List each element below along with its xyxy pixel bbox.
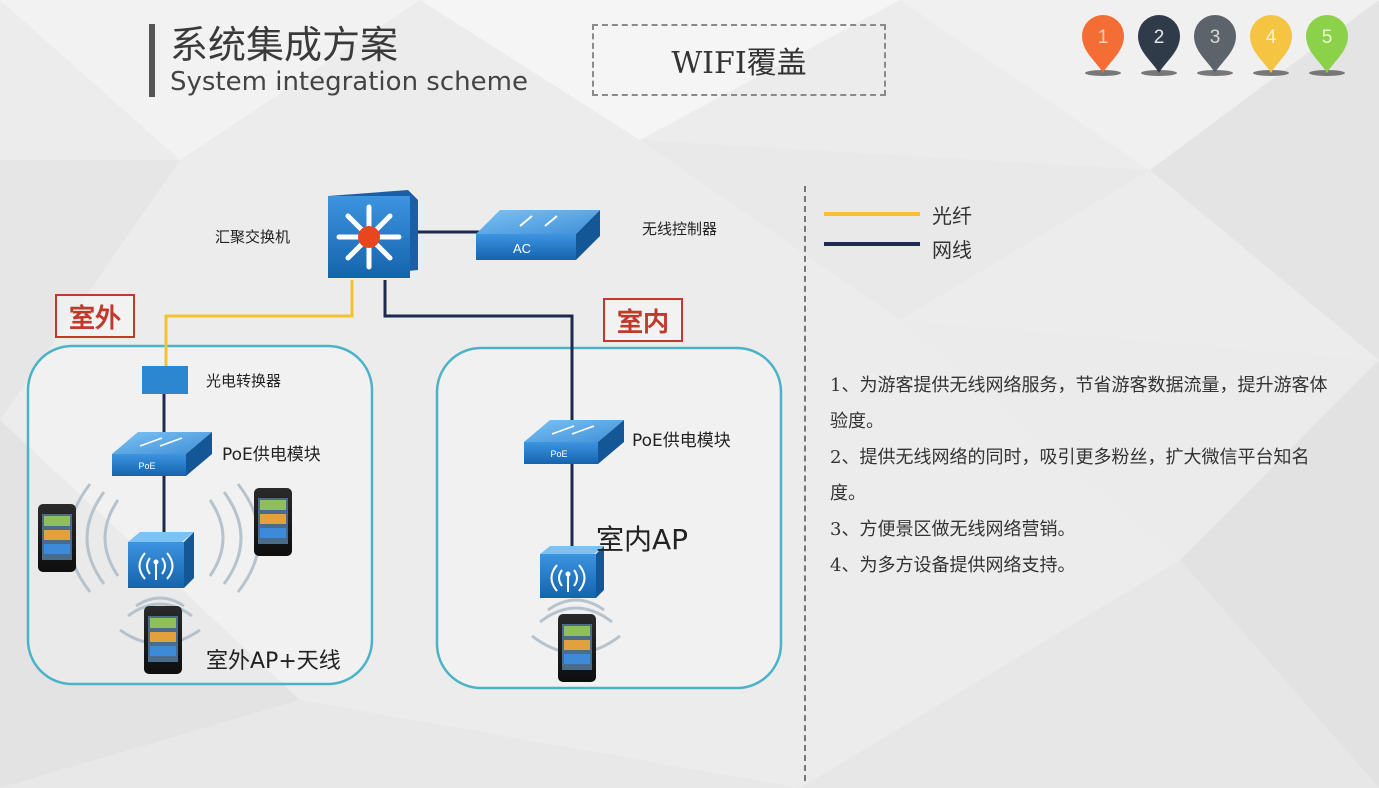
- core-switch-label: 汇聚交换机: [215, 228, 291, 246]
- network-diagram: AC PoE PoE: [26, 190, 783, 690]
- feature-list: 1、为游客提供无线网络服务，节省游客数据流量，提升游客体验度。 2、提供无线网络…: [830, 368, 1330, 584]
- legend-cable-label: 网线: [932, 238, 972, 262]
- page-subtitle: System integration scheme: [170, 67, 528, 97]
- core-switch-icon: [328, 190, 418, 278]
- poe-outdoor-icon: [112, 432, 212, 476]
- phone-icon-indoor: [558, 614, 596, 682]
- outdoor-zone: [26, 344, 374, 686]
- outdoor-ap-icon: [128, 532, 194, 588]
- ac-label: AC: [513, 241, 531, 256]
- page-title: 系统集成方案: [170, 23, 399, 67]
- indoor-ap-icon: [540, 546, 604, 598]
- legend-fiber-line: [824, 212, 920, 216]
- phone-icon-outdoor-right: [254, 488, 292, 556]
- cable-link-indoor: [383, 280, 574, 430]
- step-pin-label: 3: [1210, 27, 1221, 48]
- optical-converter-label: 光电转换器: [206, 372, 282, 390]
- step-pin-1: 1: [1082, 15, 1124, 76]
- section-divider: [804, 186, 806, 781]
- step-pin-label: 5: [1322, 27, 1333, 48]
- step-pin-3: 3: [1194, 15, 1236, 76]
- step-pin-label: 1: [1098, 27, 1109, 48]
- ac-caption: 无线控制器: [642, 220, 718, 238]
- poe-outdoor-badge: PoE: [138, 461, 155, 471]
- outdoor-tag: 室外: [55, 294, 135, 338]
- feature-item: 2、提供无线网络的同时，吸引更多粉丝，扩大微信平台知名度。: [830, 447, 1310, 504]
- fiber-link: [164, 280, 354, 366]
- phone-icon-outdoor-bottom: [144, 606, 182, 674]
- feature-item: 4、为多方设备提供网络支持。: [830, 555, 1076, 576]
- poe-indoor-icon: [524, 420, 624, 464]
- step-pin-4: 4: [1250, 15, 1292, 76]
- outdoor-ap-label: 室外AP+天线: [206, 649, 341, 674]
- section-tag: WIFI覆盖: [592, 24, 886, 96]
- step-pin-2: 2: [1138, 14, 1180, 76]
- poe-indoor-label: PoE供电模块: [632, 431, 731, 451]
- indoor-zone: [435, 346, 783, 690]
- indoor-tag: 室内: [603, 298, 683, 342]
- legend-fiber-label: 光纤: [932, 204, 972, 228]
- title-accent-bar: [149, 24, 155, 97]
- ac-controller-icon: [476, 210, 600, 260]
- feature-item: 1、为游客提供无线网络服务，节省游客数据流量，提升游客体验度。: [830, 375, 1328, 432]
- phone-icon-outdoor-left: [38, 504, 76, 572]
- optical-converter-icon: [142, 366, 188, 394]
- step-pin-5: 5: [1306, 15, 1348, 76]
- step-pin-label: 2: [1154, 27, 1165, 48]
- poe-indoor-badge: PoE: [550, 449, 567, 459]
- indoor-ap-label: 室内AP: [596, 523, 689, 556]
- step-pins: 1 2 3 4 5: [1082, 14, 1348, 76]
- poe-outdoor-label: PoE供电模块: [222, 445, 321, 465]
- feature-item: 3、方便景区做无线网络营销。: [830, 519, 1076, 540]
- legend-cable-line: [824, 242, 920, 246]
- step-pin-label: 4: [1266, 27, 1277, 48]
